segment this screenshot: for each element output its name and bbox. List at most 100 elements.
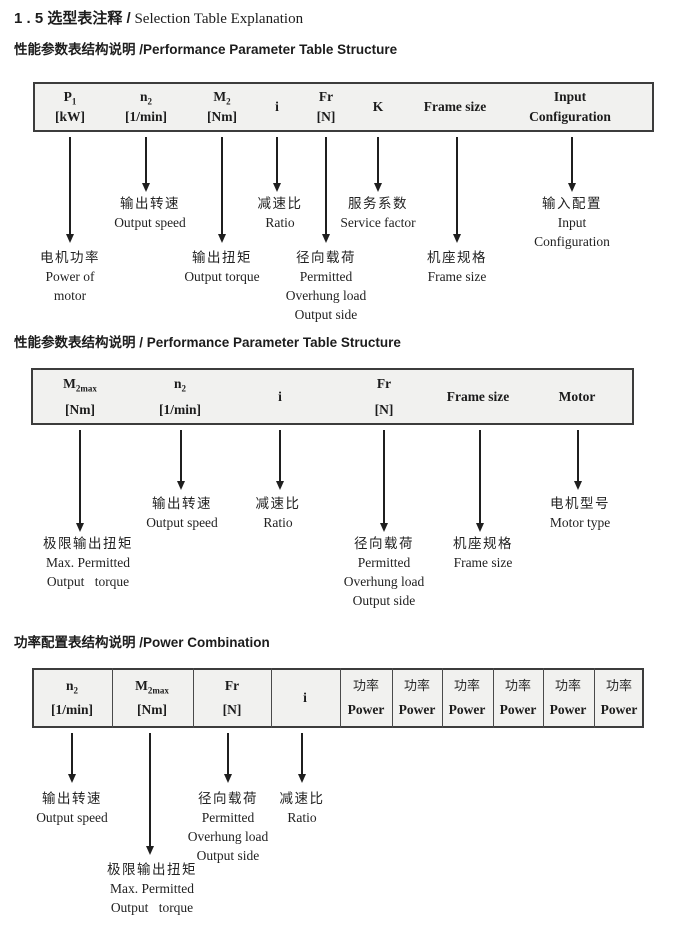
t1-col-m2-symbol: M	[213, 89, 227, 104]
table-divider	[392, 668, 393, 728]
t2-col-n2-unit: [1/min]	[159, 402, 201, 417]
t2-col-i-symbol: i	[278, 389, 282, 404]
callout-power-of-motor: 电机功率 Power of motor	[40, 250, 100, 303]
performance-table-1	[33, 82, 654, 132]
performance-table-2	[31, 368, 634, 425]
table-divider	[594, 668, 595, 728]
t3-col-i: i	[303, 686, 307, 710]
table-divider	[340, 668, 341, 728]
arrow-k	[372, 137, 384, 192]
t3-col-i-symbol: i	[303, 690, 307, 705]
t2-col-motor-label: Motor	[558, 389, 596, 404]
arrow-i	[274, 430, 286, 490]
arrow-fr	[378, 430, 390, 532]
arrow-p1	[64, 137, 76, 243]
callout-max-output-torque: 极限输出扭矩 Max. Permitted Output torque	[107, 862, 197, 915]
arrow-m2max	[144, 733, 156, 855]
t1-col-n2-unit: [1/min]	[125, 109, 167, 124]
callout-overhung-load: 径向载荷 Permitted Overhung load Output side	[285, 250, 367, 322]
t2-col-fr: Fr [N]	[375, 371, 394, 423]
t3-col-fr-symbol: Fr	[224, 678, 240, 693]
table-divider	[271, 668, 272, 728]
t1-col-n2-subscript: 2	[147, 96, 153, 107]
t3-col-m2max-unit: [Nm]	[137, 702, 167, 717]
table-divider	[442, 668, 443, 728]
t1-col-i-symbol: i	[275, 99, 279, 114]
t3-col-m2max-symbol: M	[135, 678, 148, 693]
t1-col-i: i	[275, 97, 279, 117]
arrow-n2	[66, 733, 78, 783]
arrow-m2	[216, 137, 228, 243]
t2-col-m2max: M2max [Nm]	[63, 371, 97, 423]
t1-col-input-line2: Configuration	[529, 109, 611, 124]
callout-max-output-torque: 极限输出扭矩 Max. Permitted Output torque	[43, 536, 133, 589]
callout-ratio: 减速比 Ratio	[255, 496, 301, 530]
table-divider	[493, 668, 494, 728]
t1-col-m2: M2 [Nm]	[207, 87, 237, 127]
arrow-fr	[222, 733, 234, 783]
t2-col-fr-symbol: Fr	[376, 376, 392, 391]
callout-overhung-load: 径向载荷 Permitted Overhung load Output side	[343, 536, 425, 608]
arrow-n2	[140, 137, 152, 192]
arrow-m2max	[74, 430, 86, 532]
t1-col-p1: P1 [kW]	[55, 87, 85, 127]
callout-ratio: 减速比 Ratio	[279, 791, 325, 825]
t1-col-k-symbol: K	[372, 99, 384, 114]
section3-heading: 功率配置表结构说明 /Power Combination	[14, 635, 270, 650]
callout-input-configuration: 输入配置 Input Configuration	[534, 196, 610, 249]
callout-output-torque: 输出扭矩 Output torque	[184, 250, 260, 284]
t1-col-fr-symbol: Fr	[318, 89, 334, 104]
arrow-input-configuration	[566, 137, 578, 192]
t3-col-fr-unit: [N]	[222, 702, 242, 717]
t1-col-m2-unit: [Nm]	[207, 109, 237, 124]
callout-ratio: 减速比 Ratio	[257, 196, 303, 230]
t3-col-power-5: 功率 Power	[549, 678, 587, 717]
t2-col-frame-size: Frame size	[447, 384, 510, 410]
section1-heading: 性能参数表结构说明 /Performance Parameter Table S…	[14, 42, 398, 57]
t2-col-motor: Motor	[559, 384, 596, 410]
table-divider	[112, 668, 113, 728]
t3-col-power-2: 功率 Power	[398, 678, 436, 717]
callout-overhung-load: 径向载荷 Permitted Overhung load Output side	[187, 791, 269, 863]
power-combination-table	[32, 668, 644, 728]
t1-col-p1-unit: [kW]	[55, 109, 85, 124]
arrow-frame-size	[451, 137, 463, 243]
t3-col-fr: Fr [N]	[223, 674, 242, 722]
t2-col-n2-symbol: n	[173, 376, 182, 391]
t1-col-input-line1: Input	[553, 89, 587, 104]
t3-col-power-6: 功率 Power	[600, 678, 638, 717]
t3-col-m2max-subscript: 2max	[147, 685, 169, 696]
callout-output-speed: 输出转速 Output speed	[36, 791, 108, 825]
t3-col-m2max: M2max [Nm]	[135, 674, 169, 722]
t3-col-power-1: 功率 Power	[347, 678, 385, 717]
t2-col-i: i	[278, 384, 282, 410]
t3-col-n2: n2 [1/min]	[51, 674, 93, 722]
t2-col-m2max-symbol: M	[63, 376, 76, 391]
t1-col-p1-subscript: 1	[71, 96, 77, 107]
table-divider	[193, 668, 194, 728]
arrow-motor	[572, 430, 584, 490]
t1-col-fr-unit: [N]	[316, 109, 336, 124]
callout-output-speed: 输出转速 Output speed	[114, 196, 186, 230]
page-title: 1 . 5 选型表注释 / Selection Table Explanatio…	[14, 7, 303, 28]
arrow-i	[296, 733, 308, 783]
arrow-frame-size	[474, 430, 486, 532]
t1-col-fr: Fr [N]	[317, 87, 336, 127]
t3-col-n2-symbol: n	[65, 678, 74, 693]
t2-col-frame-size-label: Frame size	[446, 389, 510, 404]
t1-col-n2: n2 [1/min]	[125, 87, 167, 127]
t1-col-p1-symbol: P	[63, 89, 72, 104]
callout-motor-type: 电机型号 Motor type	[549, 496, 611, 530]
callout-output-speed: 输出转速 Output speed	[146, 496, 218, 530]
section2-heading: 性能参数表结构说明 / Performance Parameter Table …	[14, 335, 401, 350]
t1-col-input-configuration: Input Configuration	[529, 87, 611, 127]
callout-frame-size: 机座规格 Frame size	[427, 250, 487, 284]
t2-col-m2max-unit: [Nm]	[65, 402, 95, 417]
t2-col-fr-unit: [N]	[374, 402, 394, 417]
arrow-fr	[320, 137, 332, 243]
t3-col-n2-subscript: 2	[73, 685, 79, 696]
t2-col-m2max-subscript: 2max	[75, 383, 97, 394]
t2-col-n2-subscript: 2	[181, 383, 187, 394]
t1-col-k: K	[373, 97, 384, 117]
